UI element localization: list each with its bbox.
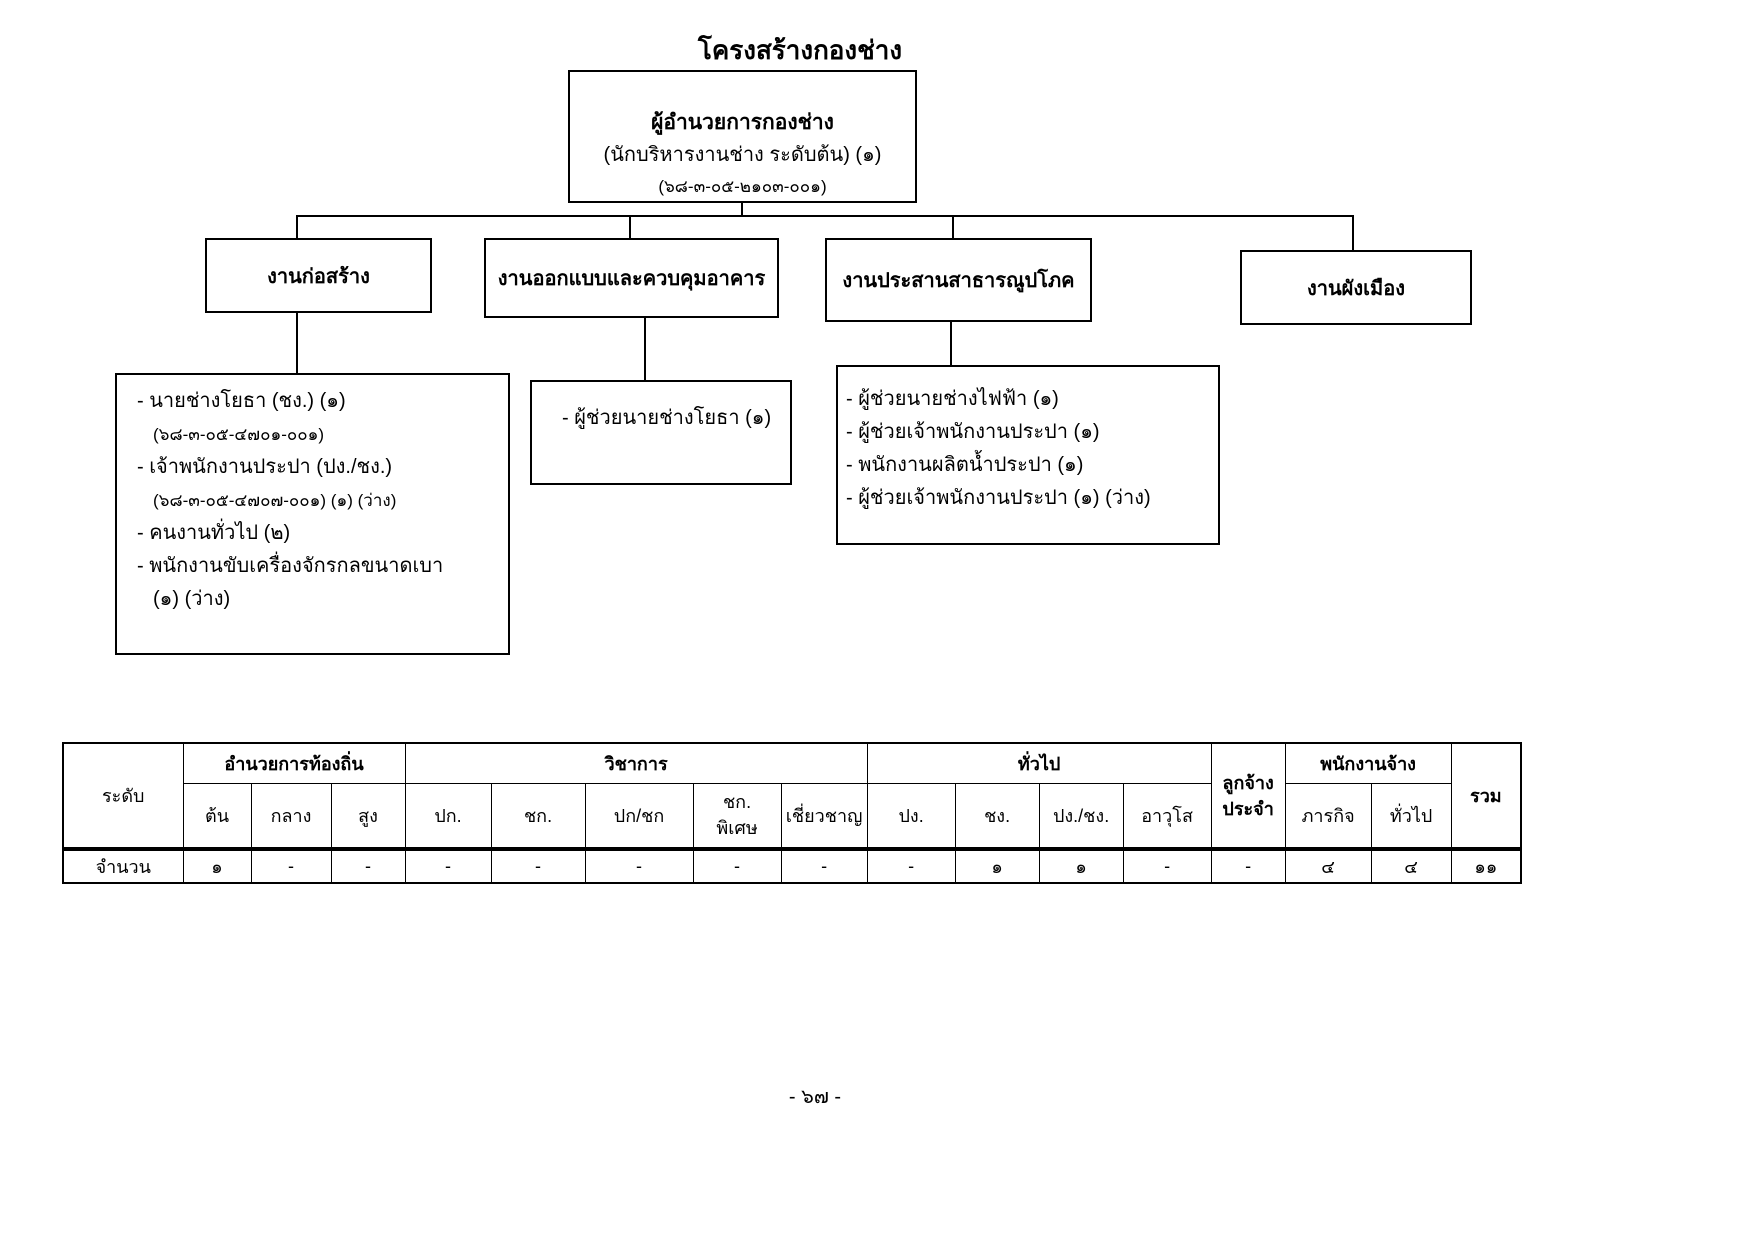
page-title: โครงสร้างกองช่าง xyxy=(697,35,903,65)
connector-line xyxy=(644,317,646,381)
detail-line: - ผู้ช่วยนายช่างโยธา (๑) xyxy=(562,407,772,429)
sub-header: ชก. พิเศษ xyxy=(692,782,782,850)
connector-line xyxy=(741,203,743,216)
count-cell: - xyxy=(404,847,492,884)
detail-line: (๑) (ว่าง) xyxy=(153,588,231,610)
detail-line: - ผู้ช่วยนายช่างไฟฟ้า (๑) xyxy=(846,388,1059,410)
count-cell: ๑ xyxy=(182,847,252,884)
group-header-hired-employee: พนักงานจ้าง xyxy=(1284,742,1452,784)
sub-header: ต้น xyxy=(182,782,252,850)
count-row: จำนวน ๑ - - - - - - - - ๑ ๑ - - ๔ ๔ ๑๑ xyxy=(62,847,1522,884)
detail-line-code: (๖๘-๓-๐๕-๔๗๐๗-๐๐๑) (๑) (ว่าง) xyxy=(153,491,397,510)
count-cell: ๑๑ xyxy=(1450,847,1522,884)
detail-line-code: (๖๘-๓-๐๕-๔๗๐๑-๐๐๑) xyxy=(153,425,325,444)
count-cell: ๑ xyxy=(1038,847,1124,884)
count-cell: - xyxy=(250,847,332,884)
detail-box-utilities: - ผู้ช่วยนายช่างไฟฟ้า (๑) - ผู้ช่วยเจ้าพ… xyxy=(836,365,1220,545)
section-label-construction: งานก่อสร้าง xyxy=(267,265,370,288)
count-cell: - xyxy=(866,847,956,884)
connector-line xyxy=(296,215,298,239)
count-cell: ๔ xyxy=(1370,847,1452,884)
sub-header: กลาง xyxy=(250,782,332,850)
detail-line: - ผู้ช่วยเจ้าพนักงานประปา (๑) (ว่าง) xyxy=(846,487,1151,509)
table-level-header: ระดับ xyxy=(62,742,184,850)
director-title: ผู้อำนวยการกองช่าง xyxy=(651,111,834,134)
sub-header: ปก/ชก xyxy=(584,782,694,850)
connector-line xyxy=(296,312,298,374)
count-cell: - xyxy=(1210,847,1286,884)
count-cell: - xyxy=(692,847,782,884)
detail-line: - ผู้ช่วยเจ้าพนักงานประปา (๑) xyxy=(846,421,1100,443)
group-header-permanent-employee: ลูกจ้าง ประจำ xyxy=(1210,742,1286,850)
director-code: (๖๘-๓-๐๕-๒๑๐๓-๐๐๑) xyxy=(658,177,827,196)
staffing-table: ระดับ อำนวยการท้องถิ่น วิชาการ ทั่วไป ลู… xyxy=(62,742,1523,884)
count-cell: ๑ xyxy=(954,847,1040,884)
sub-header: เชี่ยวชาญ xyxy=(780,782,868,850)
page-number: - ๖๗ - xyxy=(788,1086,842,1108)
sub-header: ชก. xyxy=(490,782,586,850)
connector-line xyxy=(296,215,1354,217)
connector-line xyxy=(629,215,631,239)
sub-header: ชง. xyxy=(954,782,1040,850)
director-box: ผู้อำนวยการกองช่าง (นักบริหารงานช่าง ระด… xyxy=(568,70,917,203)
section-box-cityplan: งานผังเมือง xyxy=(1240,250,1472,325)
group-header-local-admin: อำนวยการท้องถิ่น xyxy=(182,742,406,784)
group-header-total: รวม xyxy=(1450,742,1522,850)
section-label-cityplan: งานผังเมือง xyxy=(1307,277,1405,300)
section-box-utilities: งานประสานสาธารณูปโภค xyxy=(825,238,1092,322)
connector-line xyxy=(950,321,952,366)
detail-box-construction: - นายช่างโยธา (ชง.) (๑) (๖๘-๓-๐๕-๔๗๐๑-๐๐… xyxy=(115,373,510,655)
section-label-utilities: งานประสานสาธารณูปโภค xyxy=(842,270,1075,292)
count-row-label: จำนวน xyxy=(62,847,184,884)
detail-line: - พนักงานผลิตน้ำประปา (๑) xyxy=(846,454,1084,476)
section-label-design: งานออกแบบและควบคุมอาคาร xyxy=(497,268,766,290)
connector-line xyxy=(952,215,954,239)
section-box-design: งานออกแบบและควบคุมอาคาร xyxy=(484,238,779,318)
sub-header: ภารกิจ xyxy=(1284,782,1372,850)
director-position: (นักบริหารงานช่าง ระดับต้น) (๑) xyxy=(603,144,882,166)
detail-line: - พนักงานขับเครื่องจักรกลขนาดเบา xyxy=(137,555,444,577)
group-header-academic: วิชาการ xyxy=(404,742,868,784)
count-cell: - xyxy=(330,847,406,884)
detail-line: - นายช่างโยธา (ชง.) (๑) xyxy=(137,390,346,412)
sub-header: ปง. xyxy=(866,782,956,850)
detail-box-design: - ผู้ช่วยนายช่างโยธา (๑) xyxy=(530,380,792,485)
sub-header: สูง xyxy=(330,782,406,850)
count-cell: ๔ xyxy=(1284,847,1372,884)
sub-header: ปก. xyxy=(404,782,492,850)
count-cell: - xyxy=(490,847,586,884)
group-header-general: ทั่วไป xyxy=(866,742,1212,784)
sub-header: อาวุโส xyxy=(1122,782,1212,850)
sub-header: ปง./ชง. xyxy=(1038,782,1124,850)
sub-header: ทั่วไป xyxy=(1370,782,1452,850)
connector-line xyxy=(1352,215,1354,251)
section-box-construction: งานก่อสร้าง xyxy=(205,238,432,313)
count-cell: - xyxy=(584,847,694,884)
count-cell: - xyxy=(1122,847,1212,884)
detail-line: - เจ้าพนักงานประปา (ปง./ชง.) xyxy=(137,456,393,478)
detail-line: - คนงานทั่วไป (๒) xyxy=(137,522,291,544)
count-cell: - xyxy=(780,847,868,884)
